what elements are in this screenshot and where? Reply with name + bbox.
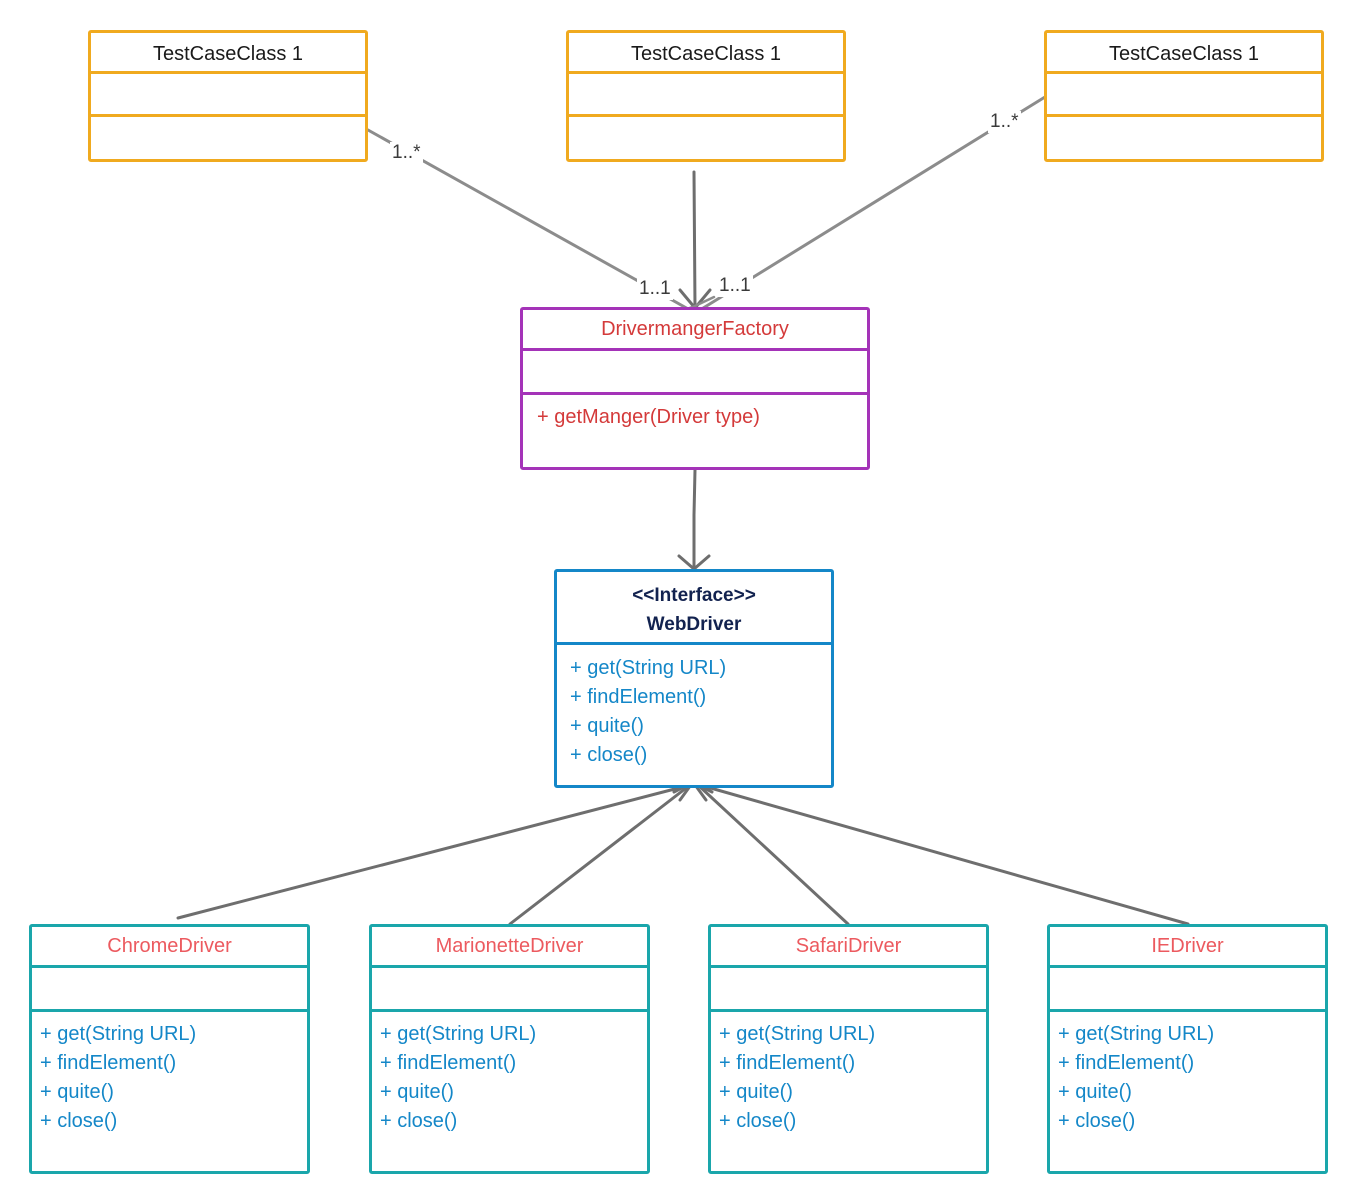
- operation: + findElement(): [1058, 1052, 1195, 1074]
- class-attributes: [1050, 968, 1325, 1012]
- operation: + findElement(): [40, 1052, 177, 1074]
- class-operations: + get(String URL) + findElement() + quit…: [32, 1012, 307, 1136]
- operation: + get(String URL): [570, 657, 727, 679]
- class-attributes: [32, 968, 307, 1012]
- class-name: SafariDriver: [711, 927, 986, 968]
- class-attributes: [1047, 74, 1321, 117]
- class-attributes: [372, 968, 647, 1012]
- operation: + close(): [570, 744, 648, 766]
- operation: + get(String URL): [40, 1023, 197, 1045]
- operation: + get(String URL): [1058, 1023, 1215, 1045]
- arrowhead-factory: [678, 288, 712, 311]
- class-name: TestCaseClass 1: [1047, 33, 1321, 74]
- class-attributes: [711, 968, 986, 1012]
- class-attributes: [91, 74, 365, 117]
- arrowhead-webdriver: [677, 554, 711, 571]
- realization-chrome: [176, 783, 692, 920]
- operation: + getManger(Driver type): [537, 406, 760, 428]
- webdriver-interface[interactable]: <<Interface>> WebDriver + get(String URL…: [554, 569, 834, 788]
- multiplicity-right-target: 1..1: [717, 275, 753, 297]
- class-attributes: [569, 74, 843, 117]
- operation: + quite(): [1058, 1081, 1132, 1103]
- ie-driver-class[interactable]: IEDriver + get(String URL) + findElement…: [1047, 924, 1328, 1174]
- driver-manager-factory-class[interactable]: DrivermangerFactory + getManger(Driver t…: [520, 307, 870, 470]
- operation: + quite(): [570, 715, 644, 737]
- marionette-driver-class[interactable]: MarionetteDriver + get(String URL) + fin…: [369, 924, 650, 1174]
- class-name: TestCaseClass 1: [91, 33, 365, 74]
- class-name: IEDriver: [1050, 927, 1325, 968]
- class-name: MarionetteDriver: [372, 927, 647, 968]
- class-operations: + get(String URL) + findElement() + quit…: [711, 1012, 986, 1136]
- class-operations: + get(String URL) + findElement() + quit…: [372, 1012, 647, 1136]
- multiplicity-right-source: 1..*: [988, 111, 1021, 133]
- operation: + get(String URL): [380, 1023, 537, 1045]
- chrome-driver-class[interactable]: ChromeDriver + get(String URL) + findEle…: [29, 924, 310, 1174]
- interface-stereotype: <<Interface>>: [632, 585, 756, 606]
- class-name: TestCaseClass 1: [569, 33, 843, 74]
- operation: + get(String URL): [719, 1023, 876, 1045]
- operation: + findElement(): [719, 1052, 856, 1074]
- realization-ie: [698, 783, 1190, 926]
- operation: + quite(): [719, 1081, 793, 1103]
- class-name: DrivermangerFactory: [523, 310, 867, 351]
- interface-operations: + get(String URL) + findElement() + quit…: [557, 645, 831, 770]
- class-operations: + getManger(Driver type): [523, 395, 867, 432]
- multiplicity-left-source: 1..*: [390, 142, 423, 164]
- realization-marionette: [508, 783, 692, 926]
- operation: + quite(): [380, 1081, 454, 1103]
- interface-name: WebDriver: [646, 614, 742, 635]
- association-center-to-factory: [692, 170, 697, 310]
- dependency-factory-to-webdriver: [692, 468, 697, 570]
- test-case-class-1[interactable]: TestCaseClass 1: [88, 30, 368, 162]
- test-case-class-3[interactable]: TestCaseClass 1: [1044, 30, 1324, 162]
- realization-safari: [696, 783, 850, 926]
- class-name: ChromeDriver: [32, 927, 307, 968]
- safari-driver-class[interactable]: SafariDriver + get(String URL) + findEle…: [708, 924, 989, 1174]
- interface-header: <<Interface>> WebDriver: [557, 572, 831, 645]
- operation: + close(): [1058, 1110, 1136, 1132]
- operation: + close(): [40, 1110, 118, 1132]
- multiplicity-left-target: 1..1: [637, 278, 673, 300]
- operation: + quite(): [40, 1081, 114, 1103]
- operation: + close(): [380, 1110, 458, 1132]
- operation: + findElement(): [570, 686, 707, 708]
- class-operations: + get(String URL) + findElement() + quit…: [1050, 1012, 1325, 1136]
- operation: + findElement(): [380, 1052, 517, 1074]
- operation: + close(): [719, 1110, 797, 1132]
- test-case-class-2[interactable]: TestCaseClass 1: [566, 30, 846, 162]
- class-attributes: [523, 351, 867, 395]
